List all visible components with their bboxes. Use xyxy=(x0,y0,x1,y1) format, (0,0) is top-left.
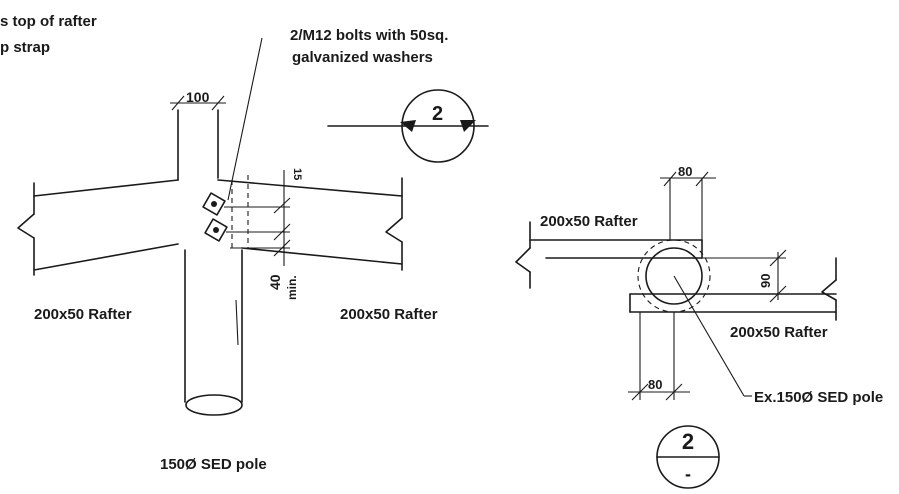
rafter-left xyxy=(17,179,179,276)
section-mark-left: 2 xyxy=(327,89,489,163)
bolt-leader-line xyxy=(227,37,263,201)
section-marker: 2 - xyxy=(656,425,720,489)
dim-100-label: 100 xyxy=(186,89,210,105)
rafter-right xyxy=(217,177,403,271)
section-marker-sub: - xyxy=(685,464,691,484)
pole-left-label: 150Ø SED pole xyxy=(160,456,267,473)
dimension-100: 100 xyxy=(170,89,226,111)
pole-right xyxy=(637,239,752,397)
rafter-bottom xyxy=(629,257,837,321)
strap-note-line1: s top of rafter xyxy=(0,13,97,30)
bolt-note-line2: galvanized washers xyxy=(292,49,433,66)
pole-right-label: Ex.150Ø SED pole xyxy=(754,389,883,406)
left-detail: s top of rafter p strap 2/M12 bolts with… xyxy=(0,13,489,473)
pole-left xyxy=(177,109,249,416)
dimension-80-bottom: 80 xyxy=(628,312,690,401)
right-detail: 80 200x50 Rafter 200x50 Raf xyxy=(515,164,883,489)
rafter-top-label: 200x50 Rafter xyxy=(540,213,638,230)
rafter-right-label: 200x50 Rafter xyxy=(340,306,438,323)
dim-40-label: 40 xyxy=(267,274,283,290)
rafter-bottom-label: 200x50 Rafter xyxy=(730,324,828,341)
bolt-note-line1: 2/M12 bolts with 50sq. xyxy=(290,27,448,44)
section-marker-number: 2 xyxy=(682,429,694,454)
dimension-90: 90 xyxy=(702,249,787,303)
rafter-left-label: 200x50 Rafter xyxy=(34,306,132,323)
dim-80-top-label: 80 xyxy=(678,164,692,179)
bolt-lower xyxy=(204,218,228,242)
dim-90-label: 90 xyxy=(758,274,773,288)
rafter-top xyxy=(515,221,703,289)
svg-text:15: 15 xyxy=(291,168,303,180)
dim-80-bottom-label: 80 xyxy=(648,377,662,392)
dim-min-label: min. xyxy=(285,275,299,300)
strap-note-line2: p strap xyxy=(0,39,50,56)
section-mark-left-number: 2 xyxy=(432,103,443,125)
dimension-80-top: 80 xyxy=(660,164,716,240)
bolt-upper xyxy=(202,192,226,216)
